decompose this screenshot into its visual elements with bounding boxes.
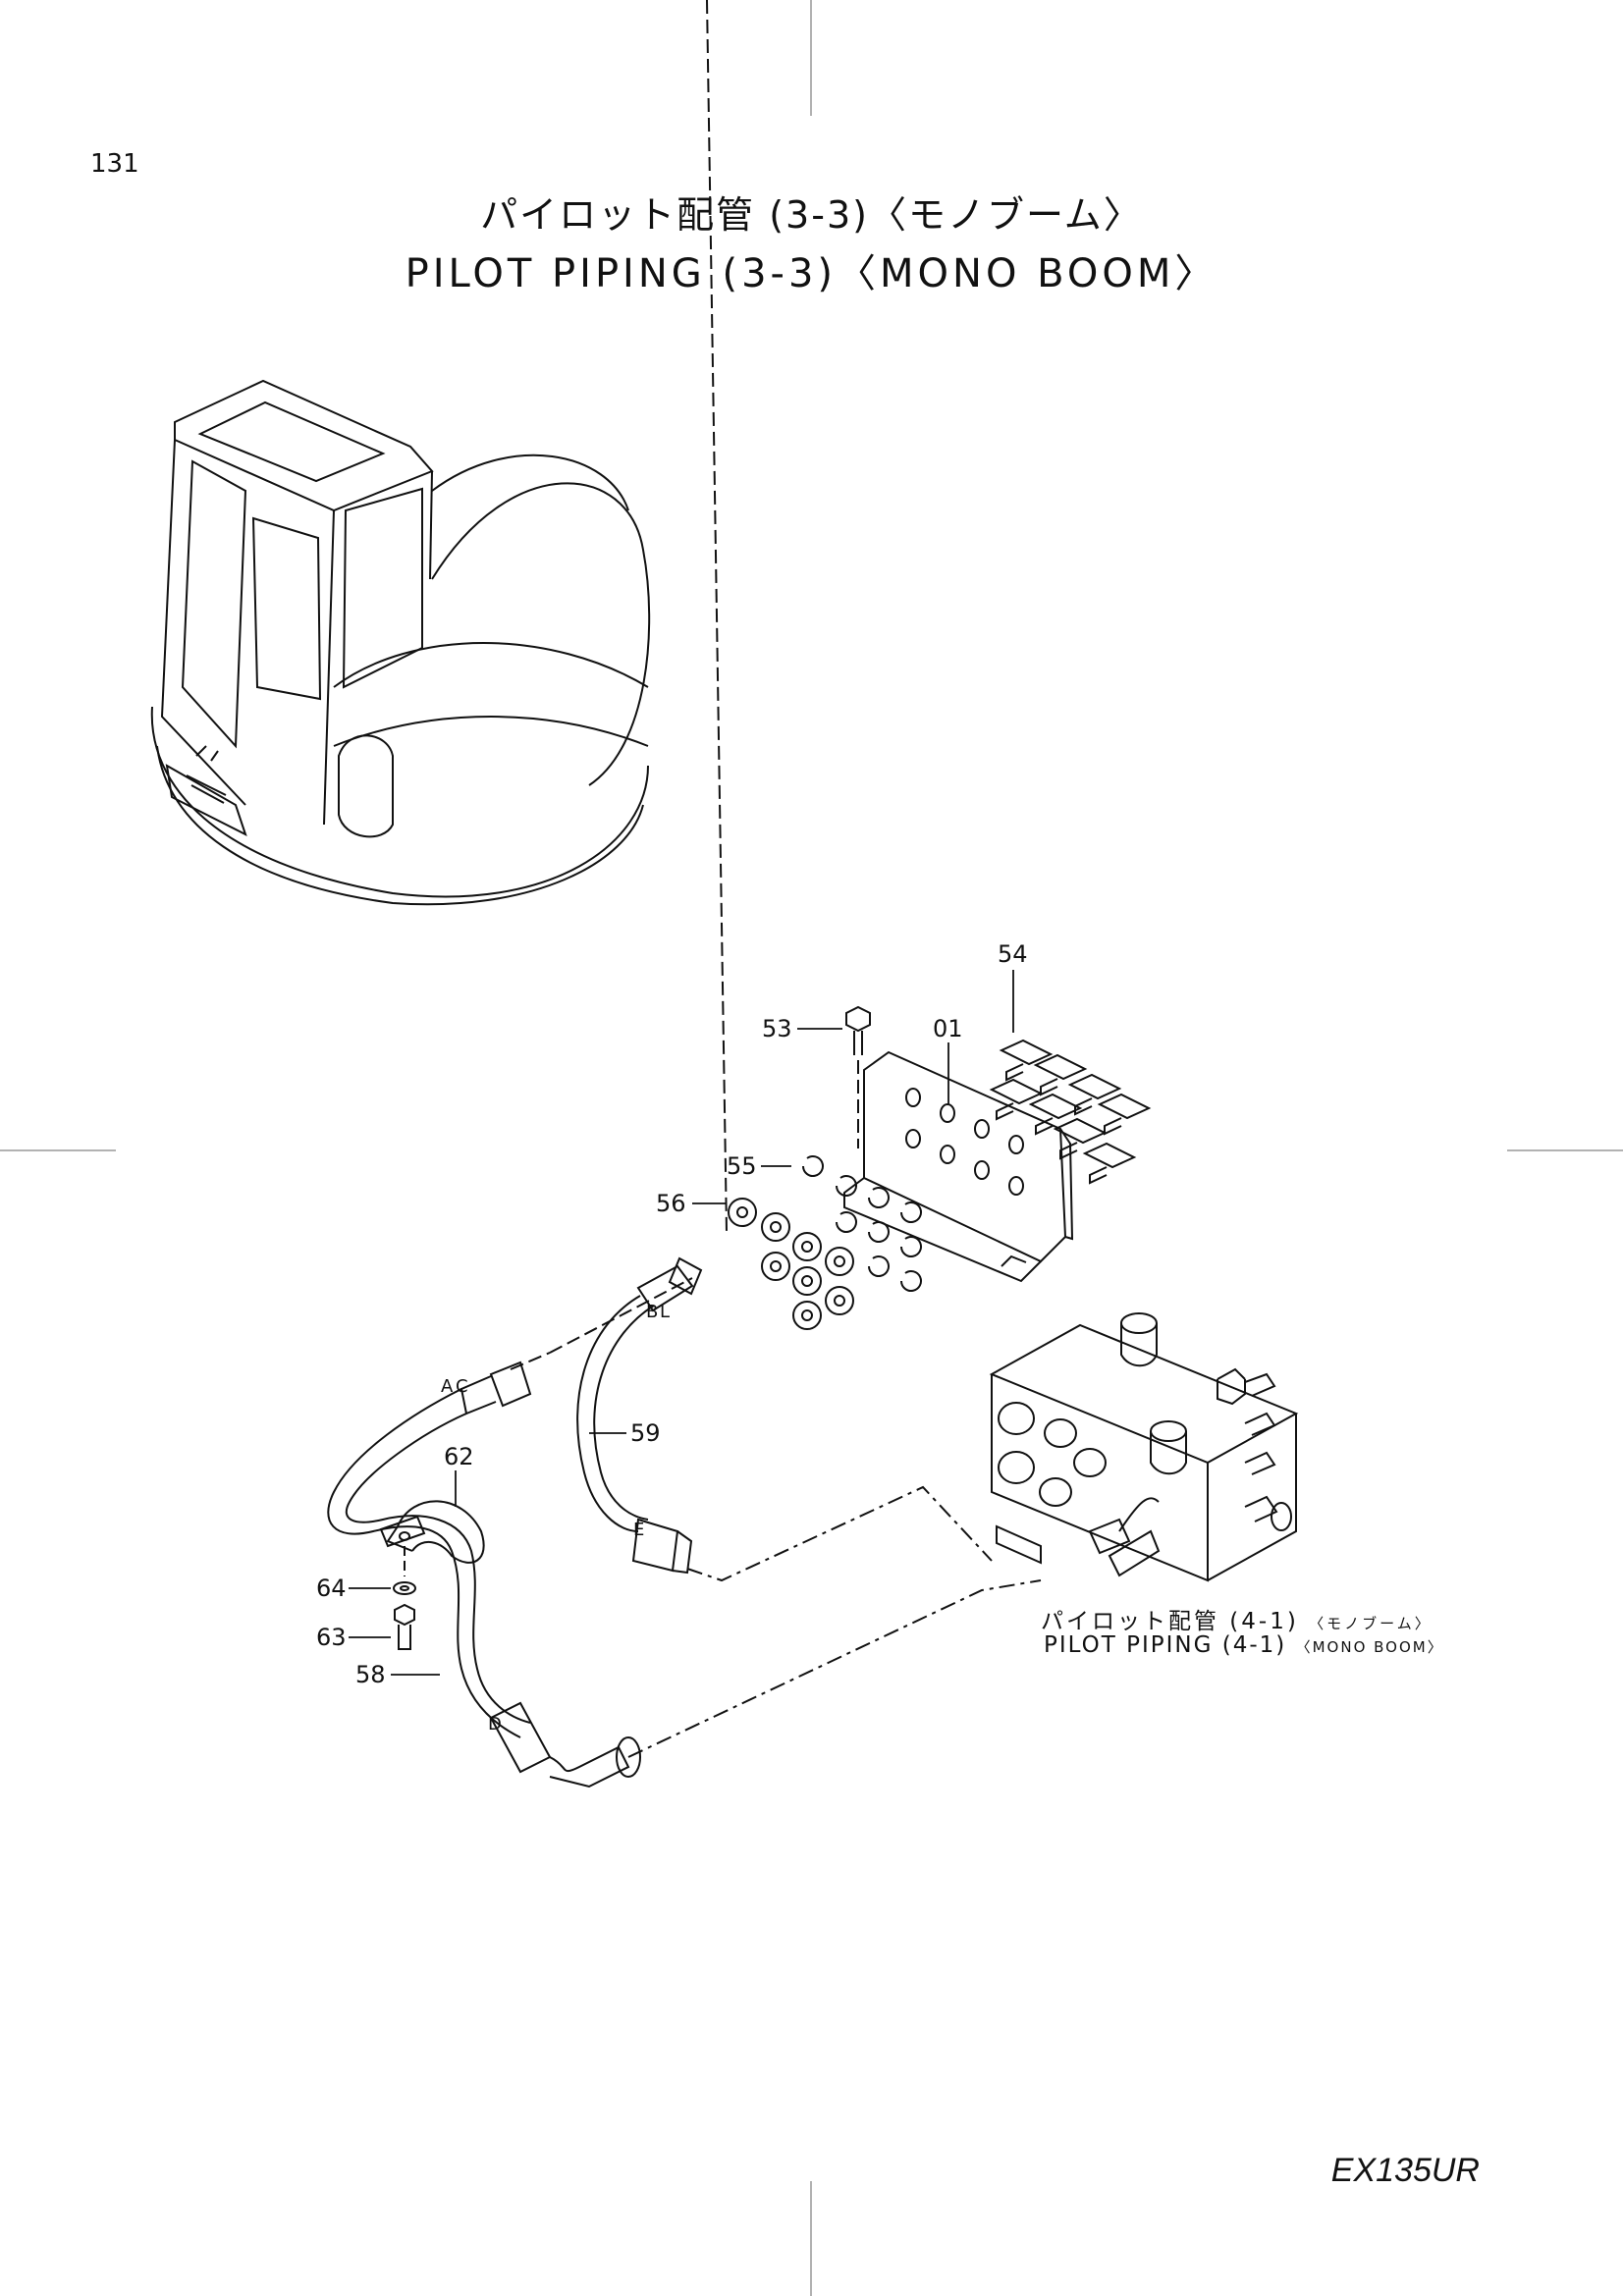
callout-62: 62 — [444, 1443, 474, 1470]
bracket-plate — [843, 1050, 1074, 1283]
nuts-56 — [728, 1198, 854, 1330]
reference-japanese-sub: 〈モノブーム〉 — [1309, 1615, 1433, 1632]
bolt-63 — [394, 1603, 415, 1650]
page-number: 131 — [90, 149, 139, 179]
connection-letter-a: A — [441, 1376, 454, 1397]
connection-letter-d: D — [488, 1714, 502, 1735]
callout-59: 59 — [630, 1419, 661, 1447]
title-japanese: パイロット配管 (3-3)〈モノブーム〉 — [480, 193, 1143, 237]
reference-english-main: PILOT PIPING (4-1) — [1044, 1632, 1287, 1658]
fittings-54 — [989, 1039, 1152, 1185]
callout-53: 53 — [762, 1015, 792, 1042]
hose-58 — [327, 1277, 1042, 1789]
reference-english-sub: 〈MONO BOOM〉 — [1295, 1638, 1444, 1656]
connection-letter-e: E — [633, 1520, 645, 1540]
model-number: EX135UR — [1330, 2152, 1480, 2189]
reference-english: PILOT PIPING (4-1) 〈MONO BOOM〉 — [1044, 1632, 1444, 1658]
callout-01: 01 — [933, 1015, 963, 1042]
snap-rings-55 — [802, 1155, 922, 1292]
reference-japanese: パイロット配管 (4-1) 〈モノブーム〉 — [1041, 1602, 1433, 1635]
connection-letter-c: C — [456, 1376, 468, 1397]
hose-59 — [576, 0, 993, 1582]
washer-64 — [393, 1546, 416, 1595]
bolt-53 — [845, 1005, 871, 1148]
connection-letter-b: B — [646, 1302, 659, 1322]
callout-64: 64 — [316, 1575, 347, 1602]
callout-58: 58 — [355, 1661, 386, 1688]
reference-japanese-main: パイロット配管 (4-1) — [1041, 1609, 1299, 1634]
control-valve — [989, 1312, 1299, 1582]
callout-54: 54 — [998, 940, 1028, 968]
connection-letter-l: L — [660, 1302, 671, 1322]
callout-56: 56 — [656, 1190, 686, 1217]
title-english: PILOT PIPING (3-3)〈MONO BOOM〉 — [405, 251, 1218, 296]
callout-63: 63 — [316, 1624, 347, 1651]
callout-55: 55 — [727, 1152, 757, 1180]
